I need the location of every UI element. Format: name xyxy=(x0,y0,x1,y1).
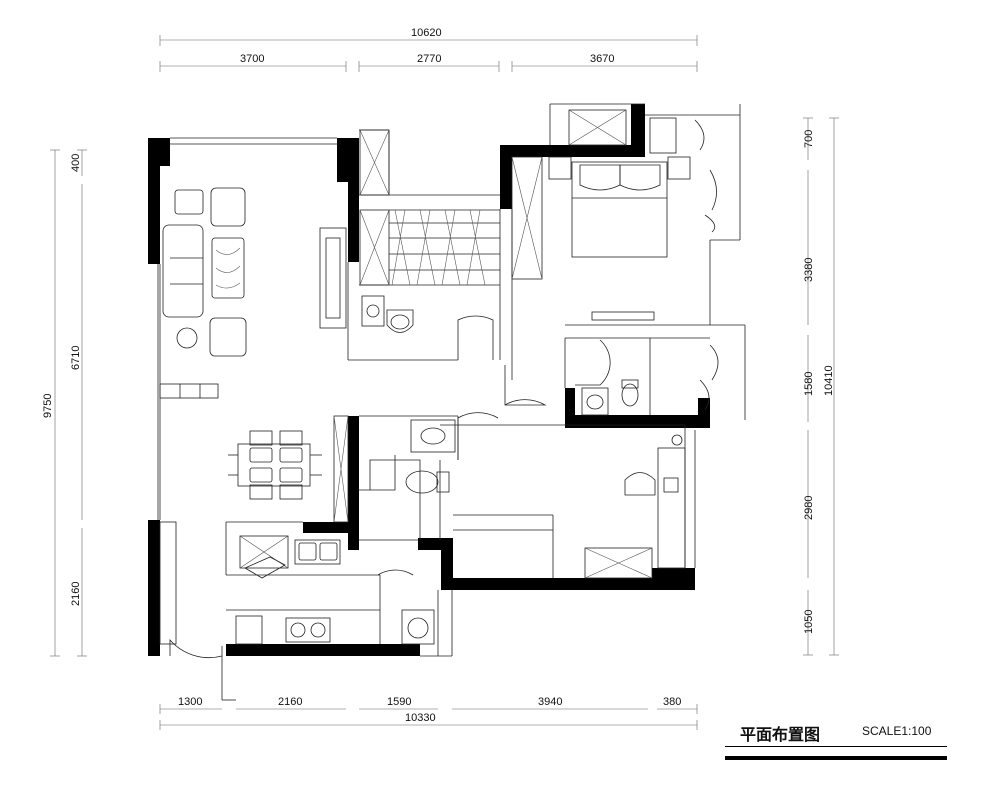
master-bedroom-furniture xyxy=(548,117,719,411)
dim-right-seg-5: 1050 xyxy=(803,610,815,634)
second-bedroom-furniture xyxy=(624,434,686,569)
dim-top-seg-3: 3670 xyxy=(590,53,614,65)
corridor-tiles xyxy=(389,209,500,286)
doors xyxy=(359,315,611,576)
dim-right-seg-2: 3380 xyxy=(803,258,815,282)
dim-bottom-seg-3: 1590 xyxy=(387,696,411,708)
dim-left-seg-1: 400 xyxy=(70,154,82,172)
dim-left-seg-3: 2160 xyxy=(70,582,82,606)
partition-lines xyxy=(157,103,746,701)
top-dimensions: 10620 3700 2770 3670 xyxy=(159,27,698,72)
dim-bottom-seg-1: 1300 xyxy=(178,696,202,708)
dim-left-total: 9750 xyxy=(42,394,54,418)
dim-bottom-seg-5: 380 xyxy=(663,696,681,708)
dim-right-total: 10410 xyxy=(823,365,835,396)
living-room-furniture xyxy=(159,187,347,399)
right-dimensions: 700 3380 1580 2980 1050 10410 xyxy=(803,117,839,656)
drawing-title: 平面布置图 xyxy=(740,725,821,744)
drawing-scale: SCALE1:100 xyxy=(862,724,932,738)
bathroom-fixtures xyxy=(361,295,639,494)
dim-right-seg-4: 2980 xyxy=(803,496,815,520)
dim-top-total: 10620 xyxy=(411,27,442,39)
dim-right-seg-1: 700 xyxy=(803,130,815,148)
dim-bottom-seg-4: 3940 xyxy=(538,696,562,708)
dining-table xyxy=(228,430,322,500)
dim-left-seg-2: 6710 xyxy=(70,346,82,370)
cabinets xyxy=(159,109,653,645)
structural-walls xyxy=(148,104,710,656)
bottom-dimensions: 1300 2160 1590 3940 380 10330 xyxy=(159,696,698,730)
dim-bottom-seg-2: 2160 xyxy=(278,696,302,708)
title-underline-thin xyxy=(725,746,947,747)
kitchen-fixtures xyxy=(235,539,435,645)
dim-bottom-total: 10330 xyxy=(405,712,436,724)
left-dimensions: 9750 400 6710 2160 xyxy=(42,149,87,657)
dim-top-seg-1: 3700 xyxy=(240,53,264,65)
dim-top-seg-2: 2770 xyxy=(417,53,441,65)
dim-right-seg-3: 1580 xyxy=(803,372,815,396)
title-underline-thick xyxy=(725,756,947,760)
